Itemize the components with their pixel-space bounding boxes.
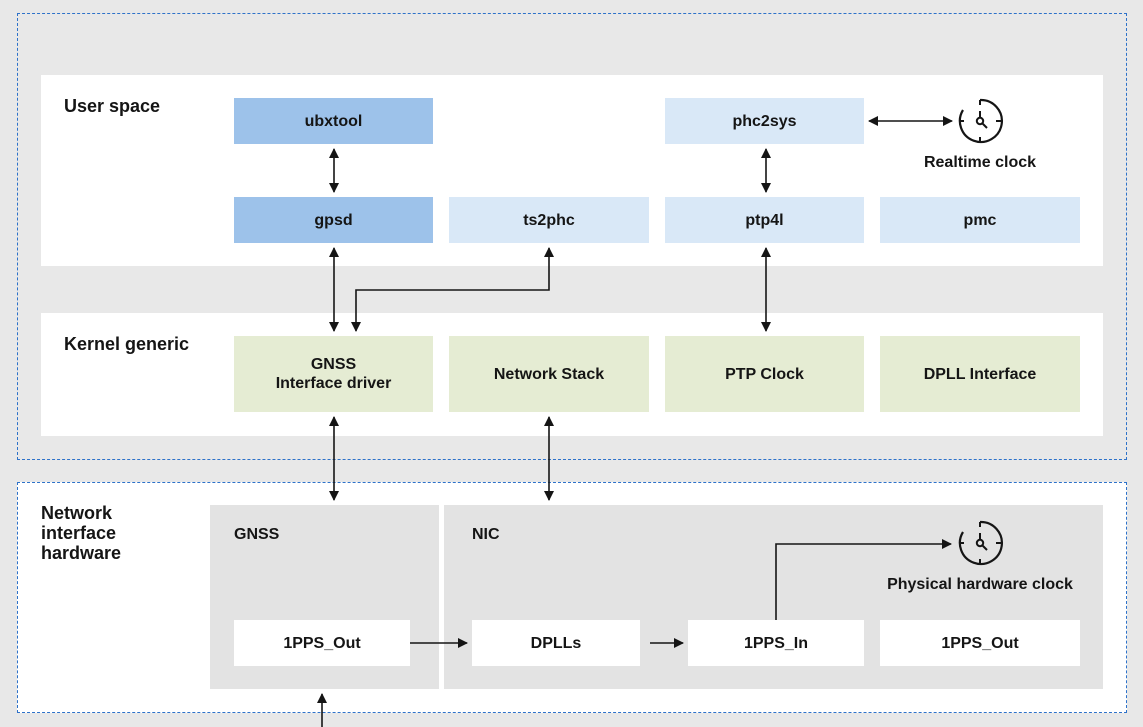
nic-1pps-out-box: 1PPS_Out: [880, 620, 1080, 666]
physical-hardware-clock-icon: [958, 520, 1003, 566]
physical-hardware-clock-label: Physical hardware clock: [887, 576, 1073, 593]
dplls-box: DPLLs: [472, 620, 640, 666]
gnss-1pps-out-box: 1PPS_Out: [234, 620, 410, 666]
ptp-clock-box: PTP Clock: [665, 336, 864, 412]
gnss-interface-driver-box: GNSS Interface driver: [234, 336, 433, 412]
nic-hardware-label: NIC: [472, 526, 500, 543]
dpll-interface-box: DPLL Interface: [880, 336, 1080, 412]
network-stack-box: Network Stack: [449, 336, 649, 412]
host-region: [17, 13, 1127, 460]
ts2phc-box: ts2phc: [449, 197, 649, 243]
ubxtool-box: ubxtool: [234, 98, 433, 144]
kernel-generic-label: Kernel generic: [64, 334, 190, 354]
gpsd-box: gpsd: [234, 197, 433, 243]
realtime-clock-label: Realtime clock: [923, 154, 1037, 171]
realtime-clock-icon: [958, 98, 1003, 144]
nic-1pps-in-box: 1PPS_In: [688, 620, 864, 666]
network-hardware-label: Network interface hardware: [41, 503, 122, 563]
ptp4l-box: ptp4l: [665, 197, 864, 243]
pmc-box: pmc: [880, 197, 1080, 243]
user-space-label: User space: [64, 96, 161, 116]
gnss-hardware-label: GNSS: [234, 526, 280, 543]
phc2sys-box: phc2sys: [665, 98, 864, 144]
